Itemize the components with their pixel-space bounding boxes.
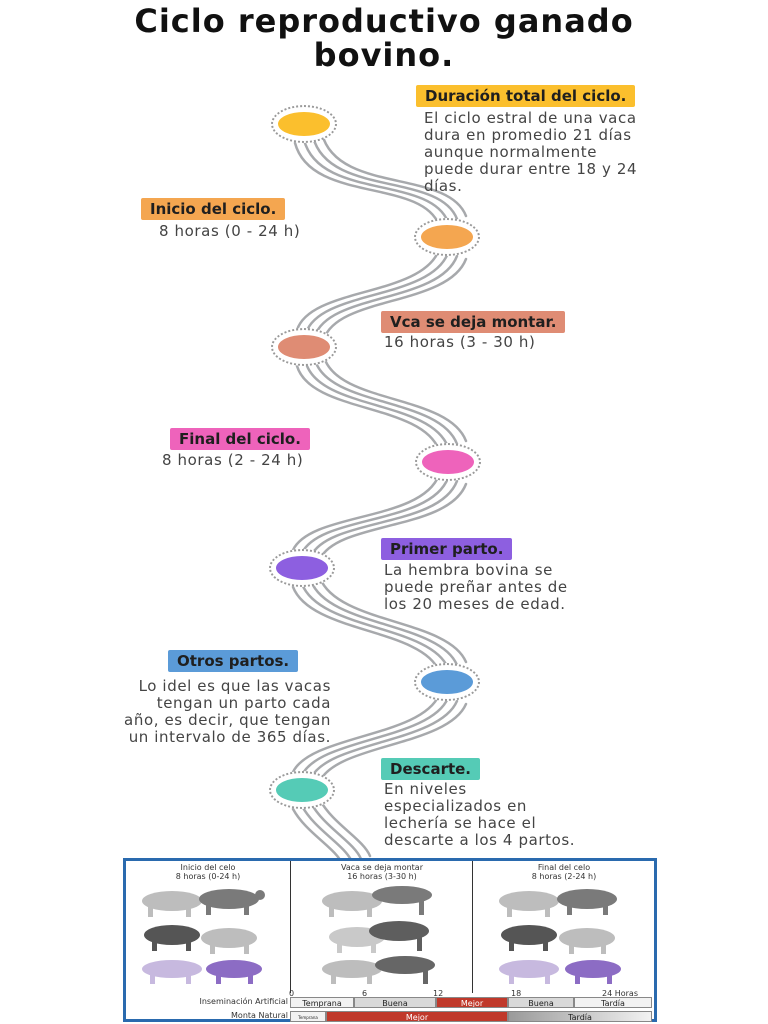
- panel-heading: Inicio del celo 8 horas (0-24 h): [126, 863, 290, 881]
- step-5-title: Primer parto.: [381, 538, 513, 560]
- cow-pair: [322, 886, 432, 917]
- step-2-node: [414, 218, 480, 256]
- cow-pair: [142, 889, 265, 917]
- cow-pair: [322, 956, 435, 984]
- step-2-dot: [421, 225, 473, 249]
- step-4-title: Final del ciclo.: [170, 428, 310, 450]
- chart-panel-final: Final del celo 8 horas (2-24 h): [472, 861, 655, 993]
- step-7-line: lechería se hace el: [384, 814, 537, 832]
- panel-heading-line: 8 horas (2-24 h): [531, 872, 597, 881]
- step-7-dot: [276, 778, 328, 802]
- scale-tick-18: 18: [511, 989, 522, 998]
- cows-illustration: [142, 889, 265, 984]
- panel-heading-line: Vaca se deja montar: [341, 863, 423, 872]
- mn-mejor: Mejor: [326, 1011, 508, 1022]
- mn-tardia: Tardía: [508, 1011, 652, 1022]
- panel-heading-line: 16 horas (3-30 h): [347, 872, 417, 881]
- step-2-title: Inicio del ciclo.: [141, 198, 286, 220]
- panel-heading-line: Inicio del celo: [180, 863, 236, 872]
- page-title: Ciclo reproductivo ganado bovino.: [0, 4, 768, 72]
- step-4-dot: [422, 450, 474, 474]
- step-7-line: descarte a los 4 partos.: [384, 831, 576, 849]
- scale-tick-6: 6: [362, 989, 368, 998]
- step-1-description: El ciclo estral de una vaca dura en prom…: [424, 110, 637, 195]
- cows-illustration: [499, 889, 621, 984]
- step-3-line: 16 horas (3 - 30 h): [384, 333, 536, 351]
- step-1-dot: [278, 112, 330, 136]
- scale-tick-12: 12: [433, 989, 444, 998]
- step-6-line: Lo idel es que las vacas: [138, 677, 331, 695]
- ia-buena-2: Buena: [508, 997, 574, 1008]
- step-7-title: Descarte.: [381, 758, 481, 780]
- panel-heading-line: Final del celo: [537, 863, 591, 872]
- step-5-line: los 20 meses de edad.: [384, 595, 566, 613]
- step-5-dot: [276, 556, 328, 580]
- panel-heading-line: 8 horas (0-24 h): [175, 872, 241, 881]
- scale-tick-24: 24 Horas: [602, 989, 638, 998]
- cow-pair: [499, 960, 621, 984]
- step-1-title: Duración total del ciclo.: [416, 85, 636, 107]
- panel-heading: Final del celo 8 horas (2-24 h): [473, 863, 655, 881]
- step-4-node: [415, 443, 481, 481]
- step-6-line: año, es decir, que tengan: [124, 711, 331, 729]
- estrus-chart: Inicio del celo 8 horas (0-24 h) Vaca se…: [123, 858, 657, 1022]
- step-3-description: 16 horas (3 - 30 h): [384, 334, 535, 351]
- step-5-line: La hembra bovina se: [384, 561, 553, 579]
- step-7-node: [269, 771, 335, 809]
- step-6-line: tengan un parto cada: [156, 694, 331, 712]
- step-5-description: La hembra bovina se puede preñar antes d…: [384, 562, 568, 613]
- ia-mejor: Mejor: [436, 997, 508, 1008]
- title-line-1: Ciclo reproductivo ganado: [134, 2, 634, 40]
- cow-pair: [144, 925, 257, 954]
- step-1-line: días.: [424, 177, 463, 195]
- ia-tardia: Tardía: [574, 997, 652, 1008]
- step-6-title: Otros partos.: [168, 650, 299, 672]
- step-1-line: dura en promedio 21 días: [424, 126, 632, 144]
- row-label-monta: Monta Natural: [231, 1011, 288, 1020]
- step-2-line: 8 horas (0 - 24 h): [159, 222, 301, 240]
- step-3-dot: [278, 335, 330, 359]
- row-label-ia: Inseminación Artificial: [199, 997, 288, 1006]
- step-6-dot: [421, 670, 473, 694]
- cow-pair: [501, 925, 615, 954]
- step-3-title: Vca se deja montar.: [381, 311, 566, 333]
- step-1-line: El ciclo estral de una vaca: [424, 109, 637, 127]
- chart-panel-monta: Vaca se deja montar 16 horas (3-30 h): [290, 861, 473, 993]
- cow-pair: [499, 889, 617, 917]
- step-7-line: En niveles: [384, 780, 467, 798]
- panel-heading: Vaca se deja montar 16 horas (3-30 h): [291, 863, 473, 881]
- scale-tick-0: 0: [289, 989, 295, 998]
- ia-buena: Buena: [354, 997, 436, 1008]
- timeline-road: [291, 132, 468, 860]
- cow-pair: [142, 960, 262, 984]
- chart-panel-inicio: Inicio del celo 8 horas (0-24 h): [126, 861, 290, 993]
- step-6-description: Lo idel es que las vacas tengan un parto…: [30, 678, 331, 746]
- step-2-description: 8 horas (0 - 24 h): [159, 223, 300, 240]
- step-5-line: puede preñar antes de: [384, 578, 568, 596]
- step-1-node: [271, 105, 337, 143]
- step-4-line: 8 horas (2 - 24 h): [162, 451, 304, 469]
- step-5-node: [269, 549, 335, 587]
- step-1-line: aunque normalmente: [424, 143, 598, 161]
- step-3-node: [271, 328, 337, 366]
- mn-temprana: Temprana: [290, 1011, 326, 1022]
- ia-temprana: Temprana: [290, 997, 354, 1008]
- step-4-description: 8 horas (2 - 24 h): [162, 452, 303, 469]
- step-6-line: un intervalo de 365 días.: [128, 728, 331, 746]
- step-7-description: En niveles especializados en lechería se…: [384, 781, 575, 849]
- step-1-line: puede durar entre 18 y 24: [424, 160, 638, 178]
- cow-pair: [329, 921, 429, 953]
- step-7-line: especializados en: [384, 797, 528, 815]
- title-line-2: bovino.: [313, 36, 455, 74]
- cows-illustration: [322, 886, 435, 984]
- step-6-node: [414, 663, 480, 701]
